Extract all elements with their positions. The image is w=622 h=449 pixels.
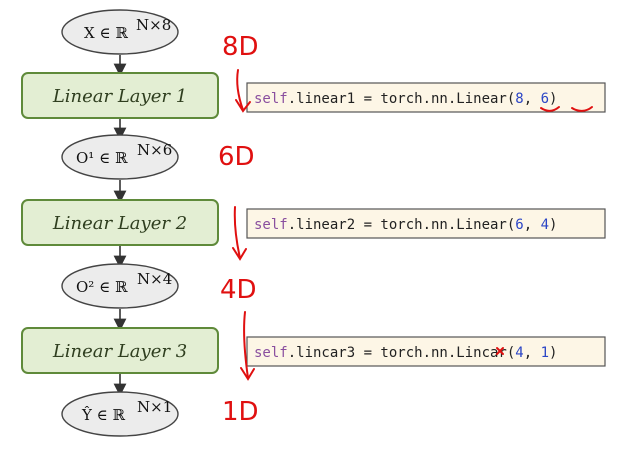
annotation-6d: 6D: [218, 142, 255, 172]
code-in-features: 6: [515, 217, 523, 233]
code-close: ): [549, 91, 557, 107]
code-line: self.lincar3 = torch.nn.Lincar(4, 1): [254, 345, 557, 361]
code-call: .linear2 = torch.nn.Linear(: [288, 217, 516, 233]
red-underline-8: [540, 106, 560, 112]
red-underline-6: [571, 106, 593, 112]
tensor-label: X ∈ ℝ: [84, 24, 128, 42]
layer-label: Linear Layer 2: [52, 213, 187, 234]
red-arrow-2: [232, 206, 247, 261]
code-sep: ,: [524, 217, 541, 233]
dimension-annotations: 8D 6D 4D 1D: [218, 32, 259, 427]
code-in-features: 8: [515, 91, 523, 107]
code-call: .linear1 = torch.nn.Linear(: [288, 91, 516, 107]
code-close: ): [549, 345, 557, 361]
layer-label: Linear Layer 1: [52, 86, 187, 107]
tensor-shape: N×4: [137, 270, 172, 288]
annotation-4d: 4D: [220, 275, 257, 305]
layer-box-1: Linear Layer 1: [21, 72, 219, 119]
code-line: self.linear1 = torch.nn.Linear(8, 6): [254, 91, 557, 107]
code-box-2: self.linear2 = torch.nn.Linear(6, 4): [246, 208, 606, 239]
code-close: ): [549, 217, 557, 233]
tensor-node-o1: O¹ ∈ ℝ N×6: [61, 134, 179, 180]
code-sep: ,: [524, 91, 541, 107]
code-self: self: [254, 91, 288, 107]
tensor-shape: N×6: [137, 141, 172, 159]
tensor-node-y: Ŷ ∈ ℝ N×1: [61, 391, 179, 437]
tensor-node-o2: O² ∈ ℝ N×4: [61, 263, 179, 309]
code-out-features: 6: [541, 91, 549, 107]
red-arrow-3: [240, 311, 255, 381]
tensor-shape: N×8: [136, 16, 171, 34]
tensor-shape: N×1: [137, 398, 172, 416]
code-box-1: self.linear1 = torch.nn.Linear(8, 6): [246, 82, 606, 113]
code-self: self: [254, 345, 288, 361]
layer-box-3: Linear Layer 3: [21, 327, 219, 374]
code-out-features: 1: [541, 345, 549, 361]
red-arrow-1: [235, 69, 251, 113]
code-out-features: 4: [541, 217, 549, 233]
code-sep: ,: [524, 345, 541, 361]
annotation-8d: 8D: [222, 32, 259, 62]
layer-box-2: Linear Layer 2: [21, 199, 219, 246]
layer-label: Linear Layer 3: [52, 341, 187, 362]
tensor-label: Ŷ ∈ ℝ: [81, 406, 126, 424]
code-self: self: [254, 217, 288, 233]
tensor-node-x: X ∈ ℝ N×8: [61, 9, 179, 55]
tensor-label: O² ∈ ℝ: [76, 278, 128, 296]
code-box-3: self.lincar3 = torch.nn.Lincar(4, 1): [246, 336, 606, 367]
code-in-features: 4: [515, 345, 523, 361]
tensor-label: O¹ ∈ ℝ: [76, 149, 128, 167]
red-mark: [496, 347, 504, 355]
code-line: self.linear2 = torch.nn.Linear(6, 4): [254, 217, 557, 233]
handwritten-annotations: [232, 69, 593, 381]
annotation-1d: 1D: [222, 397, 259, 427]
code-call: .lincar3 = torch.nn.Lincar(: [288, 345, 516, 361]
